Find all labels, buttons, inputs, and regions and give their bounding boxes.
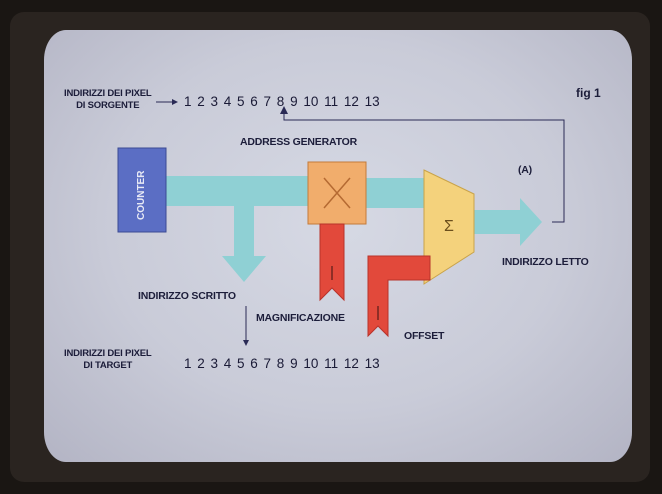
arrow-indirizzo-letto (470, 198, 542, 246)
source-address-label-line2: DI SORGENTE (64, 100, 152, 112)
magnificazione-label: MAGNIFICAZIONE (256, 312, 345, 324)
source-address-numbers: 1 2 3 4 5 6 7 8 9 10 11 12 13 (184, 94, 380, 109)
target-address-label-line1: INDIRIZZI DEI PIXEL (64, 348, 152, 360)
counter-label: COUNTER (136, 162, 147, 220)
arrow-magnificazione (320, 224, 344, 300)
source-address-label: INDIRIZZI DEI PIXEL DI SORGENTE (64, 88, 152, 112)
source-address-label-line1: INDIRIZZI DEI PIXEL (64, 88, 152, 100)
target-address-label-line2: DI TARGET (64, 360, 152, 372)
indirizzo-scritto-label: INDIRIZZO SCRITTO (138, 290, 236, 302)
target-address-numbers: 1 2 3 4 5 6 7 8 9 10 11 12 13 (184, 356, 380, 371)
scritto-pointer-head (243, 340, 249, 346)
figure-label: fig 1 (576, 86, 601, 100)
monitor-screen: fig 1 INDIRIZZI DEI PIXEL DI SORGENTE 1 … (44, 30, 632, 462)
target-address-label: INDIRIZZI DEI PIXEL DI TARGET (64, 348, 152, 372)
adder-symbol: Σ (444, 218, 454, 236)
arrow-offset (368, 256, 430, 336)
annotation-a: (A) (518, 164, 532, 176)
source-pointer-head (172, 99, 178, 105)
address-generator-label: ADDRESS GENERATOR (240, 136, 357, 148)
offset-label: OFFSET (404, 330, 444, 342)
arrow-indirizzo-scritto (222, 206, 266, 282)
indirizzo-letto-label: INDIRIZZO LETTO (502, 256, 589, 268)
